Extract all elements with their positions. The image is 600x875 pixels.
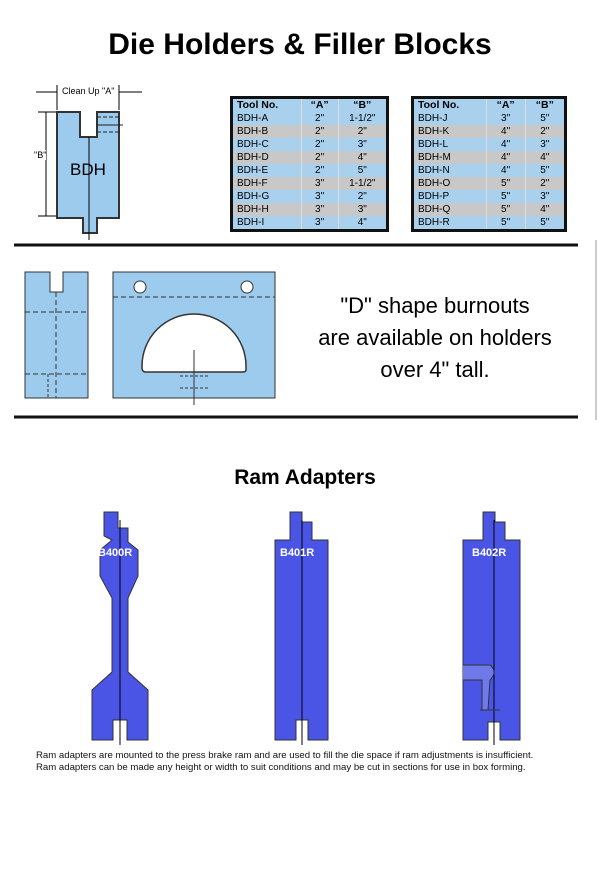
ram-adapter-note: Ram adapters are mounted to the press br…: [36, 750, 533, 774]
tool-no-cell: BDH-A: [231, 112, 302, 125]
b-cell: 5": [525, 112, 567, 125]
tool-no-cell: BDH-J: [412, 112, 487, 125]
holder-d-burnout-view: [112, 271, 276, 405]
tool-no-cell: BDH-O: [412, 177, 487, 190]
tool-no-cell: BDH-F: [231, 177, 302, 190]
tool-no-cell: BDH-L: [412, 138, 487, 151]
b-cell: 3": [338, 138, 389, 151]
b-cell: 2": [338, 125, 389, 138]
ram-adapters-title: Ram Adapters: [234, 466, 376, 489]
b-cell: 2": [525, 125, 567, 138]
a-cell: 2": [301, 164, 339, 177]
ram-b402r-shape: [462, 511, 521, 741]
holder-side-view: [24, 271, 89, 399]
a-cell: 5": [486, 203, 526, 216]
tool-no-cell: BDH-C: [231, 138, 302, 151]
b-cell: 5": [525, 216, 567, 231]
b-cell: 4": [338, 151, 389, 164]
ram-label-b401r: B401R: [280, 547, 315, 559]
a-cell: 3": [301, 190, 339, 203]
ram-label-b400r: B400R: [98, 547, 133, 559]
note-line: Ram adapters can be made any height or w…: [36, 762, 526, 773]
b-cell: 5": [525, 164, 567, 177]
b-cell: 4": [338, 216, 389, 231]
b-cell: 2": [525, 177, 567, 190]
a-cell: 3": [301, 203, 339, 216]
tool-no-cell: BDH-K: [412, 125, 487, 138]
b-cell: 3": [338, 203, 389, 216]
burnout-line: are available on holders: [318, 325, 552, 350]
b-cell: 1-1/2": [338, 112, 389, 125]
tool-no-cell: BDH-P: [412, 190, 487, 203]
a-cell: 5": [486, 216, 526, 231]
page-title: Die Holders & Filler Blocks: [108, 28, 492, 61]
b-dimension-label: "B": [34, 150, 47, 160]
tool-no-cell: BDH-R: [412, 216, 487, 231]
b-cell: 1-1/2": [338, 177, 389, 190]
a-cell: 2": [301, 112, 339, 125]
clean-up-label: Clean Up "A": [62, 86, 115, 96]
tool-no-cell: BDH-G: [231, 190, 302, 203]
a-cell: 3": [301, 216, 339, 231]
tool-no-cell: BDH-Q: [412, 203, 487, 216]
a-cell: 3": [301, 177, 339, 190]
b-cell: 2": [338, 190, 389, 203]
tool-no-cell: BDH-E: [231, 164, 302, 177]
burnout-note: "D" shape burnouts are available on hold…: [285, 290, 585, 386]
tool-no-cell: BDH-M: [412, 151, 487, 164]
burnout-line: "D" shape burnouts: [340, 293, 530, 318]
a-cell: 2": [301, 151, 339, 164]
note-line: Ram adapters are mounted to the press br…: [36, 750, 534, 761]
a-cell: 4": [486, 164, 526, 177]
b-cell: 4": [525, 203, 567, 216]
tool-no-cell: BDH-H: [231, 203, 302, 216]
tool-no-cell: BDH-I: [231, 216, 302, 231]
tool-no-cell: BDH-B: [231, 125, 302, 138]
a-cell: 4": [486, 138, 526, 151]
burnout-line: over 4" tall.: [380, 357, 490, 382]
a-cell: 5": [486, 190, 526, 203]
a-cell: 4": [486, 125, 526, 138]
b-cell: 4": [525, 151, 567, 164]
a-cell: 4": [486, 151, 526, 164]
a-cell: 2": [301, 138, 339, 151]
b-cell: 5": [338, 164, 389, 177]
tool-no-cell: BDH-D: [231, 151, 302, 164]
tool-no-cell: BDH-N: [412, 164, 487, 177]
b-cell: 3": [525, 138, 567, 151]
a-cell: 3": [486, 112, 526, 125]
b-cell: 3": [525, 190, 567, 203]
a-cell: 5": [486, 177, 526, 190]
bdh-diagram: [36, 85, 142, 240]
a-cell: 2": [301, 125, 339, 138]
ram-label-b402r: B402R: [472, 547, 507, 559]
bdh-label: BDH: [70, 160, 106, 179]
